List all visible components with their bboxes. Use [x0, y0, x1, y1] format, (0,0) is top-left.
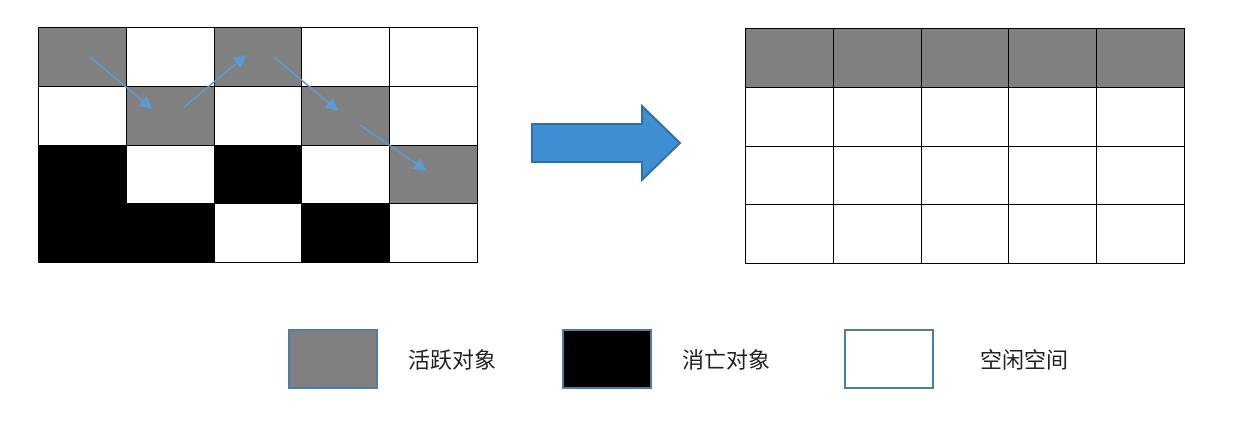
before-cell-free [214, 86, 303, 146]
legend-free: 空闲空间 [844, 328, 1068, 390]
before-cell-free [214, 204, 303, 263]
before-cell-free [39, 86, 127, 146]
legend-active-label: 活跃对象 [408, 349, 497, 374]
legend-dead: 消亡对象 [562, 328, 770, 390]
after-cell-active [746, 29, 834, 88]
before-cell-free [390, 204, 478, 263]
after-cell-free [746, 146, 834, 206]
before-cell-free [126, 145, 215, 205]
after-cell-active [1009, 29, 1098, 88]
after-cell-free [921, 205, 1010, 264]
after-cell-free [1009, 87, 1098, 147]
before-cell-free [390, 86, 478, 146]
after-cell-free [833, 146, 922, 206]
legend-free-label: 空闲空间 [980, 349, 1069, 374]
before-cell-free [302, 28, 391, 87]
before-cell-active [39, 28, 127, 87]
legend-active-swatch [288, 329, 378, 389]
before-cell-active [302, 86, 391, 146]
after-cell-free [921, 146, 1010, 206]
after-cell-free [1097, 146, 1185, 206]
before-cell-active [214, 28, 303, 87]
after-cell-free [746, 205, 834, 264]
after-cell-free [1009, 205, 1098, 264]
right-arrow-icon [531, 104, 682, 182]
after-cell-free [1097, 87, 1185, 147]
legend-active: 活跃对象 [288, 328, 496, 390]
legend-dead-label: 消亡对象 [682, 349, 771, 374]
before-cell-dead [302, 204, 391, 263]
before-cell-dead [39, 145, 127, 205]
after-cell-active [921, 29, 1010, 88]
legend-free-swatch [844, 329, 934, 389]
before-cell-free [302, 145, 391, 205]
before-cell-free [390, 28, 478, 87]
before-cell-dead [126, 204, 215, 263]
after-cell-free [1097, 205, 1185, 264]
after-cell-free [833, 205, 922, 264]
before-cell-free [126, 28, 215, 87]
after-cell-free [1009, 146, 1098, 206]
after-cell-free [833, 87, 922, 147]
after-cell-free [746, 87, 834, 147]
before-cell-dead [39, 204, 127, 263]
legend-dead-swatch [562, 329, 652, 389]
before-cell-active [126, 86, 215, 146]
after-cell-active [833, 29, 922, 88]
before-cell-dead [214, 145, 303, 205]
grid-before-compaction [38, 27, 478, 263]
after-cell-free [921, 87, 1010, 147]
after-cell-active [1097, 29, 1185, 88]
grid-after-compaction [745, 28, 1185, 264]
before-cell-active [390, 145, 478, 205]
